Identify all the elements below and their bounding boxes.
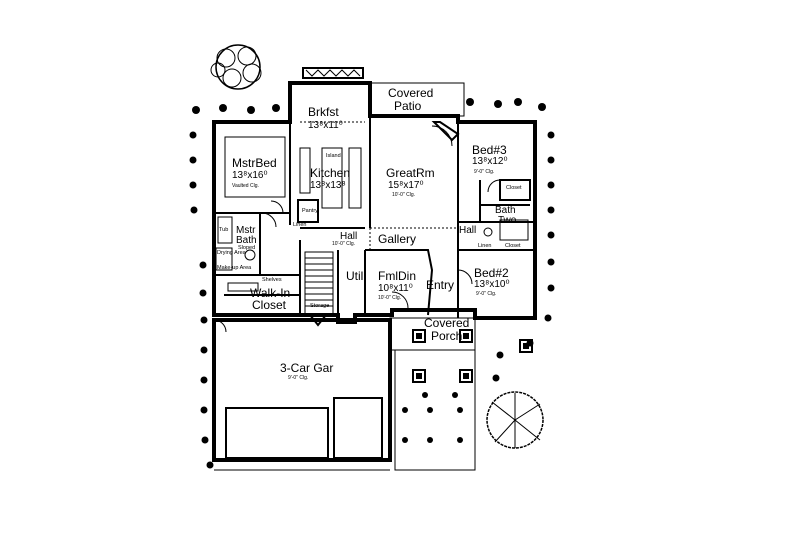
storage-label: Storage	[310, 303, 330, 309]
island-label: Island	[326, 153, 341, 159]
bath-two-label: Bath	[495, 205, 516, 216]
shelves-label: Shelves	[262, 277, 282, 283]
brkfst-name: Brkfst	[308, 105, 339, 119]
bed2-name: Bed#2	[474, 266, 509, 280]
mstr-bed-name: MstrBed	[232, 156, 277, 170]
tub-label: Tub	[219, 227, 229, 233]
closet-bed2-label: Closet	[505, 243, 521, 249]
hall-center-ceiling: 10'-0" Clg.	[332, 241, 356, 247]
brkfst-dims: 13⁸x11⁰	[308, 120, 343, 131]
mstr-bath-label-2: Bath	[236, 235, 257, 246]
hall-right-name: Hall	[459, 225, 477, 236]
entry-name: Entry	[426, 278, 455, 292]
drying-label: Drying Area	[217, 250, 246, 256]
bed3-dims: 13⁸x12⁰	[472, 156, 508, 167]
kitchen-name: Kitchen	[310, 166, 351, 180]
tree-icon	[210, 44, 262, 90]
fml-din-dims: 10⁸x11⁰	[378, 283, 413, 294]
util-name: Util	[346, 269, 364, 283]
covered-patio-label-2: Patio	[394, 99, 422, 113]
mstr-bed-dims: 13⁸x16⁰	[232, 170, 268, 181]
great-rm-ceiling: 10'-0" Clg.	[392, 192, 416, 198]
covered-porch-label: Covered	[424, 316, 470, 330]
make-up-label: Make-up Area	[217, 265, 252, 271]
fml-din-name: FmlDin	[378, 269, 416, 283]
great-rm-dims: 15⁸x17⁰	[388, 180, 424, 191]
linen-left-label: Linen	[293, 222, 307, 228]
great-rm-name: GreatRm	[386, 166, 435, 180]
mstr-bed-ceiling: Vaulted Clg.	[232, 183, 259, 189]
bed2-dims: 13⁸x10⁰	[474, 279, 510, 290]
pantry-label: Pantry	[302, 208, 318, 214]
column-icon	[412, 329, 533, 383]
fireplace-icon	[302, 67, 364, 79]
bath-two-label-2: Two	[498, 215, 517, 226]
mstr-bath-note: Sloped	[238, 245, 256, 251]
kitchen-dims: 13⁸x13⁸	[310, 180, 346, 191]
garage-ceiling: 9'-0" Clg.	[288, 375, 309, 381]
linen-right-label: Linen	[478, 243, 492, 249]
stair-icon	[304, 251, 334, 327]
door-swing-icon	[213, 125, 501, 333]
closet-bed3-label: Closet	[506, 185, 522, 191]
bed2-ceiling: 9'-0" Clg.	[476, 291, 497, 297]
garage-name: 3-Car Gar	[280, 361, 334, 375]
covered-porch-label-2: Porch	[431, 329, 463, 343]
covered-patio-label: Covered	[388, 86, 434, 100]
mstr-bath-label: Mstr	[236, 225, 256, 236]
fml-din-ceiling: 10'-0" Clg.	[378, 295, 402, 301]
hall-center-name: Hall	[340, 231, 358, 242]
gallery-name: Gallery	[378, 232, 417, 246]
walkin-closet-label: Walk-In	[250, 286, 291, 300]
fireplace-icon	[431, 121, 460, 142]
tree-icon	[486, 391, 544, 449]
walkin-closet-label-2: Closet	[252, 298, 287, 312]
bed3-ceiling: 9'-0" Clg.	[474, 169, 495, 175]
bed3-name: Bed#3	[472, 143, 507, 157]
